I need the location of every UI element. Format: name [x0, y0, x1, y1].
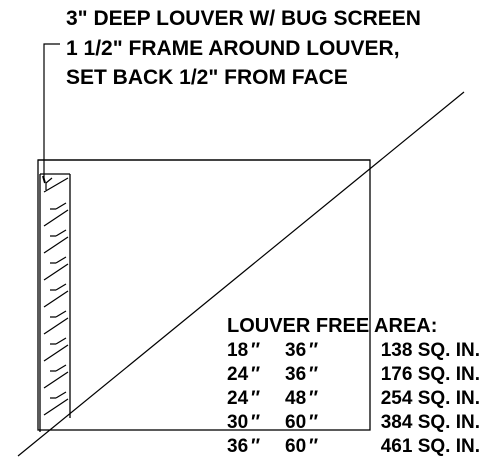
row-area: 254 SQ. IN. — [381, 388, 480, 409]
louver-blade — [43, 256, 69, 281]
inch-mark: ″ — [309, 388, 318, 409]
row-area: 176 SQ. IN. — [381, 364, 480, 385]
diagonal-section-line — [17, 91, 465, 457]
inch-mark: ″ — [309, 340, 318, 361]
row-height: 60 — [285, 436, 306, 457]
inch-mark: ″ — [309, 364, 318, 385]
leader-arrow — [42, 175, 46, 184]
table-row: 18 ″ 36 ″ 138 SQ. IN. — [227, 340, 480, 361]
louver-blade — [43, 391, 69, 416]
louver-blade — [43, 337, 69, 362]
row-height: 48 — [285, 388, 306, 409]
table-row: 24 ″ 36 ″ 176 SQ. IN. — [227, 364, 480, 385]
inch-mark: ″ — [251, 364, 260, 385]
louver-blade — [43, 177, 69, 193]
note-line-2: 1 1/2" FRAME AROUND LOUVER, — [66, 37, 400, 60]
row-width: 24 — [227, 364, 249, 385]
inch-mark: ″ — [309, 436, 318, 457]
row-area: 138 SQ. IN. — [381, 340, 480, 361]
note-line-1: 3" DEEP LOUVER W/ BUG SCREEN — [66, 7, 421, 30]
note-line-3: SET BACK 1/2" FROM FACE — [66, 66, 348, 89]
table-row: 36 ″ 60 ″ 461 SQ. IN. — [227, 436, 480, 457]
louver-blade — [43, 310, 69, 335]
row-width: 30 — [227, 412, 248, 433]
louver-blade — [43, 283, 69, 308]
inch-mark: ″ — [251, 388, 260, 409]
row-width: 18 — [227, 340, 248, 361]
free-area-title: LOUVER FREE AREA: — [227, 315, 437, 337]
inch-mark: ″ — [251, 436, 260, 457]
row-height: 36 — [285, 340, 306, 361]
free-area-table: 18 ″ 36 ″ 138 SQ. IN. 24 ″ 36 ″ 176 SQ. … — [227, 340, 480, 457]
table-row: 30 ″ 60 ″ 384 SQ. IN. — [227, 412, 480, 433]
leader-line — [43, 43, 60, 179]
row-width: 36 — [227, 436, 248, 457]
row-area: 461 SQ. IN. — [381, 436, 480, 457]
row-height: 60 — [285, 412, 306, 433]
louver-blade — [43, 229, 69, 254]
louver-blade — [43, 202, 69, 227]
row-height: 36 — [285, 364, 306, 385]
table-row: 24 ″ 48 ″ 254 SQ. IN. — [227, 388, 480, 409]
row-width: 24 — [227, 388, 249, 409]
louver-blades — [43, 177, 69, 416]
inch-mark: ″ — [251, 412, 260, 433]
louver-blade — [43, 364, 69, 389]
row-area: 384 SQ. IN. — [381, 412, 480, 433]
inch-mark: ″ — [309, 412, 318, 433]
inch-mark: ″ — [251, 340, 260, 361]
